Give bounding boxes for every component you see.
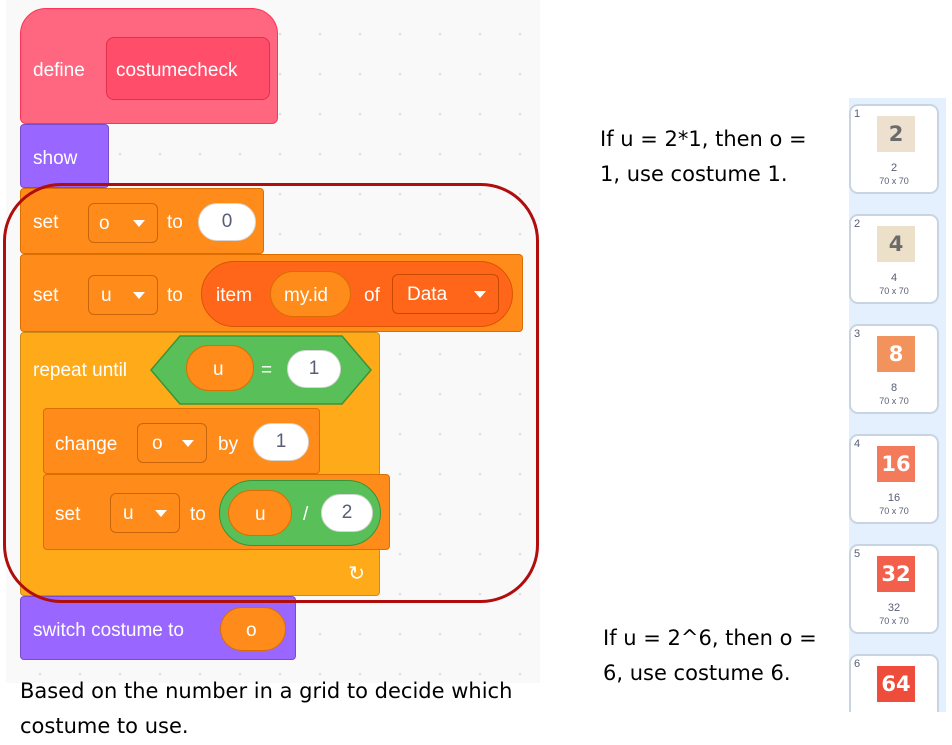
of-label: of <box>364 285 380 306</box>
costume-index: 3 <box>854 328 861 340</box>
index-reporter[interactable]: my.id <box>270 271 351 317</box>
index-name: my.id <box>284 285 328 306</box>
repeat-until-label: repeat until <box>33 360 128 381</box>
costume-index: 4 <box>854 438 861 450</box>
to-label: to <box>167 285 183 306</box>
to-label: to <box>167 212 183 233</box>
costume-thumbnail: 8 <box>877 336 915 372</box>
note-top-line2: 1, use costume 1. <box>600 162 788 186</box>
costume-size: 70 x 70 <box>879 176 909 186</box>
value-text: 0 <box>221 211 233 232</box>
costume-tile-6[interactable]: 6 64 <box>849 654 939 712</box>
value-input[interactable]: 1 <box>253 423 309 461</box>
divide-operator: / <box>303 504 309 525</box>
variable-dropdown-u[interactable]: u <box>110 493 180 533</box>
costume-size: 70 x 70 <box>879 506 909 516</box>
switch-costume-block[interactable]: switch costume to o <box>20 596 296 660</box>
caption-line1: Based on the number in a grid to decide … <box>20 679 513 703</box>
show-block[interactable]: show <box>20 124 109 188</box>
costume-index: 2 <box>854 218 861 230</box>
costume-tile-4[interactable]: 4 16 16 70 x 70 <box>849 434 939 524</box>
by-label: by <box>218 434 239 455</box>
costume-tile-1[interactable]: 1 2 2 70 x 70 <box>849 104 939 194</box>
costume-tile-2[interactable]: 2 4 4 70 x 70 <box>849 214 939 304</box>
variable-dropdown-o[interactable]: o <box>137 423 207 463</box>
costume-tile-5[interactable]: 5 32 32 70 x 70 <box>849 544 939 634</box>
define-label: define <box>33 60 85 81</box>
change-label: change <box>55 434 118 455</box>
list-name: Data <box>407 284 448 305</box>
custom-block-name: costumecheck <box>116 60 238 81</box>
note-top-line1: If u = 2*1, then o = <box>600 127 807 151</box>
variable-dropdown-o[interactable]: o <box>88 203 158 243</box>
set-u-block[interactable]: set u to item my.id of Data <box>20 254 523 332</box>
variable-name: o <box>152 433 163 454</box>
show-label: show <box>33 148 78 169</box>
costume-thumbnail: 16 <box>877 446 915 482</box>
costume-thumbnail: 64 <box>877 666 915 702</box>
costume-index: 1 <box>854 108 861 120</box>
item-label: item <box>216 285 252 306</box>
custom-block-prototype[interactable]: costumecheck <box>106 37 270 100</box>
costume-tile-3[interactable]: 3 8 8 70 x 70 <box>849 324 939 414</box>
variable-name: u <box>101 285 112 306</box>
item-of-list-reporter[interactable]: item my.id of Data <box>201 261 513 327</box>
costume-name: 2 <box>890 162 898 174</box>
highlight-outline <box>3 183 539 603</box>
divisor: 2 <box>341 502 353 523</box>
costume-list[interactable]: 1 2 2 70 x 70 2 4 4 70 x 70 3 8 8 70 x 7… <box>849 98 946 712</box>
divide-reporter[interactable]: u / 2 <box>219 480 381 546</box>
dividend: u <box>255 504 266 525</box>
costume-reporter[interactable]: o <box>220 607 286 651</box>
costume-name: 4 <box>890 272 898 284</box>
to-label: to <box>190 504 206 525</box>
set-label: set <box>33 285 59 306</box>
caption: Based on the number in a grid to decide … <box>20 674 512 744</box>
left-operand: u <box>213 359 224 380</box>
list-dropdown[interactable]: Data <box>392 274 499 314</box>
note-top: If u = 2*1, then o = 1, use costume 1. <box>600 122 807 192</box>
note-bottom-line1: If u = 2^6, then o = <box>603 626 817 650</box>
divisor-input[interactable]: 2 <box>321 494 373 532</box>
note-bottom-line2: 6, use costume 6. <box>603 661 791 685</box>
costume-index: 5 <box>854 548 861 560</box>
define-block[interactable]: define costumecheck <box>20 8 278 124</box>
variable-dropdown-u[interactable]: u <box>88 275 158 315</box>
costume-index: 6 <box>854 658 861 670</box>
costume-value: o <box>246 620 257 641</box>
variable-name: o <box>99 213 110 234</box>
right-operand: 1 <box>308 358 320 379</box>
value-text: 1 <box>275 431 287 452</box>
costume-name: 32 <box>887 602 901 614</box>
costume-name: 16 <box>887 492 901 504</box>
set-u-divide-block[interactable]: set u to u / 2 <box>43 474 390 550</box>
left-operand-reporter[interactable]: u <box>186 345 254 391</box>
costume-thumbnail: 2 <box>877 116 915 152</box>
costume-name: 8 <box>890 382 898 394</box>
costume-size: 70 x 70 <box>879 286 909 296</box>
change-o-block[interactable]: change o by 1 <box>43 408 320 474</box>
set-label: set <box>55 504 81 525</box>
switch-costume-label: switch costume to <box>33 620 184 641</box>
costume-size: 70 x 70 <box>879 396 909 406</box>
dividend-reporter[interactable]: u <box>228 490 292 536</box>
costume-thumbnail: 4 <box>877 226 915 262</box>
loop-arrow-icon: ↻ <box>348 561 365 585</box>
note-bottom: If u = 2^6, then o = 6, use costume 6. <box>603 621 817 691</box>
code-area[interactable]: define costumecheck show set o to 0 set … <box>6 0 540 683</box>
costume-thumbnail: 32 <box>877 556 915 592</box>
equals-operator: = <box>261 360 273 381</box>
value-input[interactable]: 0 <box>198 203 256 241</box>
costume-size: 70 x 70 <box>879 616 909 626</box>
caption-line2: costume to use. <box>20 714 189 738</box>
right-operand-input[interactable]: 1 <box>287 350 341 388</box>
variable-name: u <box>123 503 134 524</box>
